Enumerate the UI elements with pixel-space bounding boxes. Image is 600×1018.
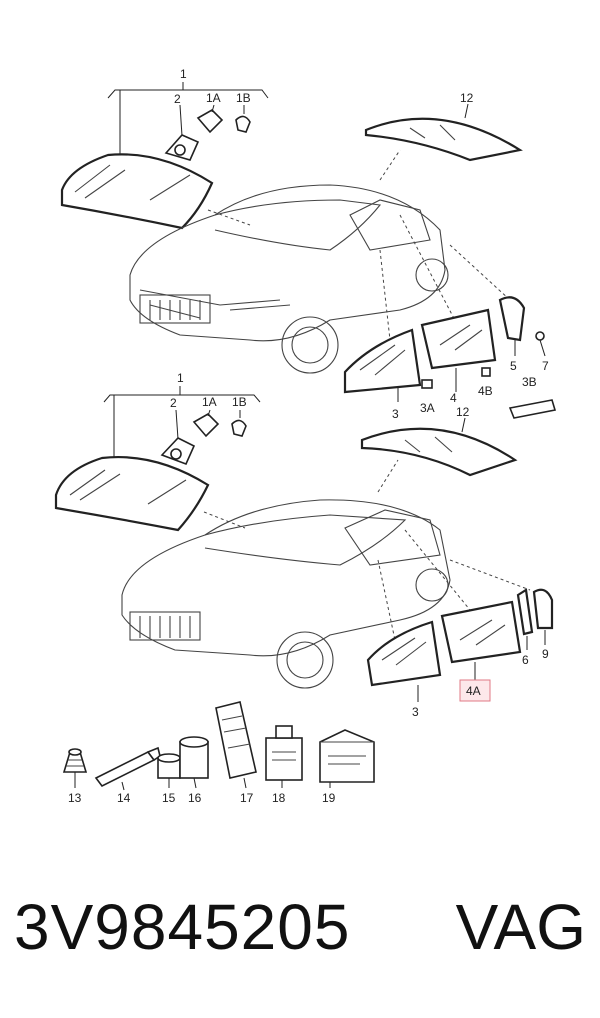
- label-19: 19: [322, 791, 336, 805]
- label-1-top: 1: [180, 67, 187, 81]
- sedan-body: [129, 184, 449, 374]
- top-group: 1 2 1A 1B 12: [60, 67, 557, 421]
- bracket-1-mid: [103, 394, 261, 403]
- label-1a-top: 1A: [206, 91, 221, 105]
- brand-text: VAG: [455, 891, 586, 963]
- label-2-mid: 2: [170, 396, 177, 410]
- windshield-mid: [54, 456, 210, 532]
- label-6: 6: [522, 653, 529, 667]
- label-12-mid: 12: [456, 405, 470, 419]
- highlight-4a: [459, 679, 491, 702]
- quarter-glass-9: [532, 588, 554, 645]
- label-4b: 4B: [478, 384, 493, 398]
- label-15: 15: [162, 791, 176, 805]
- part-19-box: [319, 729, 375, 788]
- accessories-group: 13 14 15 16 17: [62, 701, 375, 805]
- label-3a: 3A: [420, 401, 435, 415]
- label-4a: 4A: [466, 684, 481, 698]
- quarter-glass-top: [498, 296, 526, 356]
- clip-3a: [421, 379, 433, 389]
- label-16: 16: [188, 791, 202, 805]
- label-18: 18: [272, 791, 286, 805]
- part-number-text: 3V9845205: [14, 891, 351, 963]
- label-1b-mid: 1B: [232, 395, 247, 409]
- label-12-top: 12: [460, 91, 474, 105]
- part-17-kit: [215, 701, 257, 789]
- part-1b-mid: [231, 410, 247, 437]
- estate-body: [121, 499, 451, 689]
- label-17: 17: [240, 791, 254, 805]
- label-7: 7: [542, 359, 549, 373]
- front-door-glass-top: [343, 328, 422, 402]
- part-16-jar: [179, 736, 209, 789]
- part-15-jar: [157, 753, 181, 788]
- front-door-glass-mid: [366, 620, 442, 702]
- windshield-top: [60, 153, 214, 230]
- rear-window-top: [364, 103, 523, 162]
- label-2-top: 2: [174, 92, 181, 106]
- seal-strip-3b: [508, 399, 557, 419]
- rain-sensor-mid: [160, 409, 196, 466]
- label-3-mid: 3: [412, 705, 419, 719]
- quarter-glass-6: [516, 588, 534, 650]
- part-1b-top: [235, 105, 251, 133]
- clip-4b: [481, 367, 491, 377]
- rain-sensor-top: [164, 104, 200, 161]
- label-3b: 3B: [522, 375, 537, 389]
- label-13: 13: [68, 791, 82, 805]
- label-1-mid: 1: [177, 371, 184, 385]
- label-1a-mid: 1A: [202, 395, 217, 409]
- part-14-tube: [94, 746, 161, 791]
- label-14: 14: [117, 791, 131, 805]
- label-5: 5: [510, 359, 517, 373]
- part-1a-top: [196, 104, 224, 134]
- clip-7: [535, 331, 546, 357]
- part-18-bottle: [265, 725, 303, 788]
- parts-diagram: 1 2 1A 1B 12: [54, 67, 557, 805]
- part-13-cone: [62, 748, 88, 788]
- label-9: 9: [542, 647, 549, 661]
- rear-door-glass-top: [420, 308, 497, 392]
- label-3-top: 3: [392, 407, 399, 421]
- part-1a-mid: [192, 409, 220, 438]
- label-1b-top: 1B: [236, 91, 251, 105]
- label-4: 4: [450, 391, 457, 405]
- bracket-1-top: [107, 89, 269, 99]
- rear-window-mid: [360, 417, 518, 477]
- rear-door-glass-mid: [440, 600, 522, 680]
- middle-group: 1 2 1A 1B 12: [54, 371, 554, 719]
